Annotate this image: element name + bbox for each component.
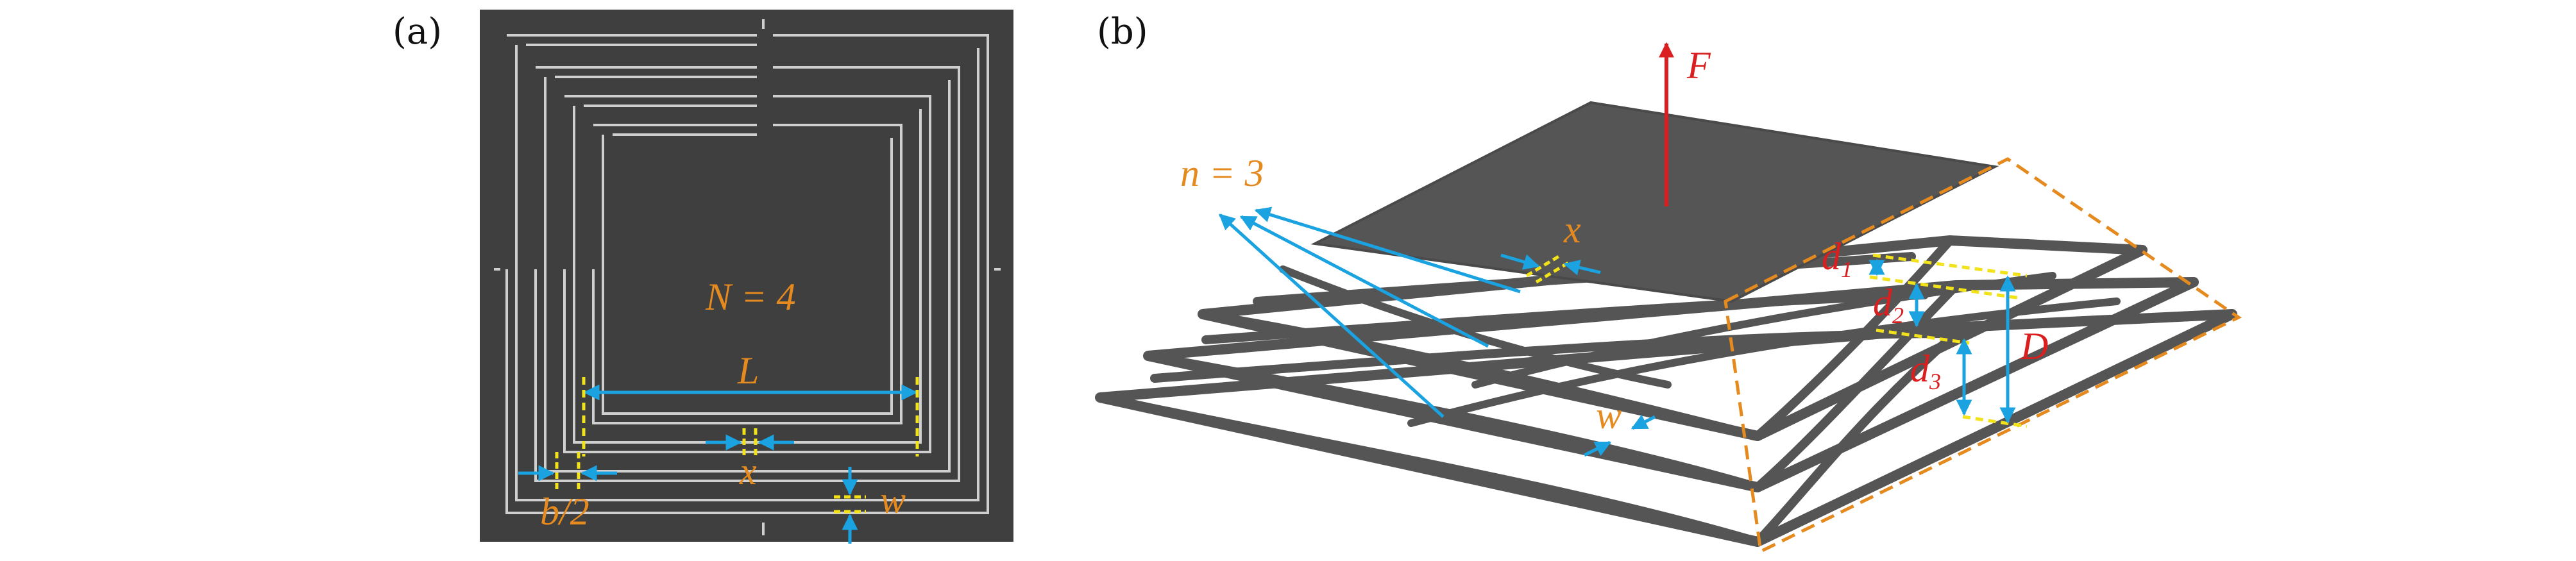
force-label: F xyxy=(1686,44,1711,87)
panel-b-tag: (b) xyxy=(1097,11,1148,53)
slit-ring-3-inner xyxy=(573,105,922,444)
width-annotation-b: w xyxy=(1583,394,1656,457)
half-width-label: b/2 xyxy=(540,490,589,533)
panel-a-tag: (a) xyxy=(393,11,442,53)
layer-pointer-2 xyxy=(1239,215,1489,348)
layer-count-label: n = 3 xyxy=(1180,152,1264,194)
width-label-b: w xyxy=(1596,394,1622,437)
d2-label: d2 xyxy=(1873,281,1904,328)
width-label: w xyxy=(880,479,906,521)
layer-annotation: n = 3 xyxy=(1180,152,1521,418)
gap-label: x xyxy=(739,450,757,492)
d3-label: d3 xyxy=(1910,347,1941,394)
turn-count-label: N = 4 xyxy=(705,276,796,318)
gap-b-arrow-left xyxy=(1500,253,1540,270)
slit-ring-4 xyxy=(592,124,902,424)
width-b-arrow-left xyxy=(1583,440,1612,457)
panel-b: (b) F n = 3 xyxy=(1095,11,2242,554)
spacing-annotations: d1 d2 d3 D xyxy=(1822,235,2048,428)
gap-b-arrow-right xyxy=(1563,260,1601,276)
gap-dimension: x xyxy=(706,428,794,492)
width-dimension: w xyxy=(834,467,906,544)
half-width-dimension: b/2 xyxy=(518,452,617,533)
gap-b-marker-1 xyxy=(1525,255,1560,278)
gap-annotation-b: x xyxy=(1500,208,1601,284)
total-height-label: D xyxy=(2020,325,2048,367)
level-marker-4 xyxy=(1962,415,2028,428)
layer-pointer-1 xyxy=(1254,206,1521,294)
slit-ring-2 xyxy=(534,66,960,482)
slit-ring-1-inner xyxy=(515,44,979,501)
d1-label: d1 xyxy=(1822,235,1852,282)
width-b-arrow-right xyxy=(1631,414,1656,430)
slit-ring-3 xyxy=(563,95,931,453)
slit-ring-4-inner xyxy=(602,133,893,415)
slit-ticks xyxy=(494,19,1001,535)
slit-ring-1 xyxy=(505,34,989,514)
force-annotation: F xyxy=(1659,42,1711,206)
panel-a: (a) N = 4 L x xyxy=(393,10,1013,544)
level-marker-1 xyxy=(1872,253,2028,278)
length-label: L xyxy=(737,349,759,392)
spiral-slits xyxy=(494,19,1001,535)
slit-ring-2-inner xyxy=(544,76,951,473)
dimension-box xyxy=(1724,157,2242,554)
layer-pointer-3 xyxy=(1219,214,1445,418)
beam-diagonals xyxy=(1279,265,2121,427)
level-marker-3 xyxy=(1876,328,1970,345)
gap-label-b: x xyxy=(1563,208,1581,251)
top-platform xyxy=(1310,101,1999,303)
gap-b-marker-2 xyxy=(1535,261,1570,284)
length-dimension: L xyxy=(582,349,919,456)
